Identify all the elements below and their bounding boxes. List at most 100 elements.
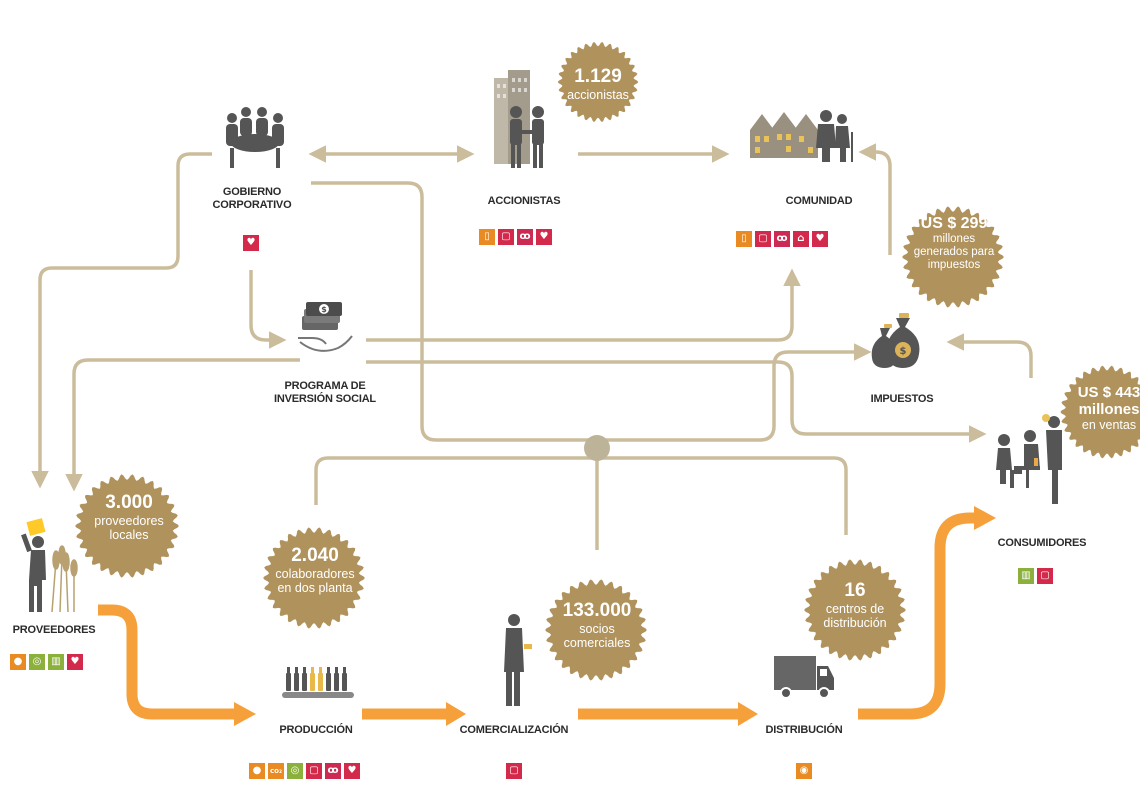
badge-colaboradores-line2: en dos planta	[277, 581, 353, 595]
svg-text:$: $	[321, 305, 327, 314]
boardroom-icon	[226, 107, 284, 168]
badge-shape-proveedores	[75, 474, 179, 578]
drop-icon: ●	[10, 654, 26, 670]
badge-proveedores-line2: locales	[109, 528, 149, 542]
handshake-icon	[494, 70, 544, 168]
recycle-bin-icon: ▥	[48, 654, 64, 670]
badge-centros-line2: distribución	[823, 616, 887, 630]
programa-line1: PROGRAMA DE	[284, 380, 366, 392]
heart-icon: ♥	[812, 231, 828, 247]
badge-shape-colaboradores	[263, 527, 365, 629]
badge-accionistas-text: accionistas	[567, 88, 629, 102]
badge-socios-line1: socios	[579, 622, 615, 636]
flow-arrowheads	[234, 506, 996, 726]
badge-impuestos-line3: impuestos	[927, 259, 981, 271]
badge-impuestos: US $ 299 millones generados para impuest…	[904, 214, 1004, 272]
connector-programa-comunidad	[366, 268, 801, 342]
badge-colaboradores-value: 2.040	[291, 545, 339, 566]
connector-gobierno-programa	[249, 270, 287, 349]
node-produccion-label: PRODUCCIÓN	[279, 724, 353, 736]
badge-proveedores-line1: proveedores	[94, 514, 164, 528]
badge-accionistas: 1.129 accionistas	[556, 66, 640, 102]
badge-proveedores: 3.000 proveedores locales	[80, 492, 178, 542]
badge-shape-centros	[804, 559, 906, 661]
sdg-icons-accionistas: ▯▢ꝏ♥	[479, 229, 552, 245]
money-hand-icon: $	[298, 302, 353, 352]
badge-centros: 16 centros de distribución	[806, 580, 904, 630]
coins-icon: ◉	[796, 763, 812, 779]
node-impuestos-label: IMPUESTOS	[870, 393, 934, 405]
people-table-icon	[996, 414, 1062, 504]
badge-colaboradores: 2.040 colaboradores en dos planta	[266, 545, 364, 595]
node-gobierno-label: GOBIERNO CORPORATIVO	[212, 186, 292, 212]
badge-socios-line2: comerciales	[563, 636, 631, 650]
truck-icon	[774, 656, 834, 699]
badge-ventas-value: US $ 443	[1077, 384, 1140, 401]
badge-proveedores-value: 3.000	[105, 492, 153, 513]
connector-center-impuestos	[311, 181, 872, 442]
badge-shape-impuestos	[902, 206, 1004, 308]
cup-icon: ▢	[1037, 568, 1053, 584]
svg-text:$: $	[900, 346, 907, 357]
heart-icon: ♥	[67, 654, 83, 670]
connector-impuestos-comunidad	[858, 143, 892, 255]
badge-centros-line1: centros de	[825, 602, 885, 616]
recycle-bin-icon: ▥	[1018, 568, 1034, 584]
sdg-icons-comunidad: ▯▢ꝏ⌂♥	[736, 231, 828, 247]
heart-icon: ♥	[536, 229, 552, 245]
heart-icon: ♥	[344, 763, 360, 779]
sdg-icons-consumidores: ▥▢	[1018, 568, 1053, 584]
node-accionistas-label: ACCIONISTAS	[487, 195, 561, 207]
badge-shapes	[75, 41, 1140, 681]
connector-programa-proveedores	[65, 358, 300, 492]
badge-impuestos-value: US $ 299	[920, 215, 988, 232]
sdg-icons-comercializacion: ▢	[506, 763, 522, 779]
connector-bus	[314, 456, 848, 535]
node-consumidores-label: CONSUMIDORES	[997, 537, 1087, 549]
co2-icon: co₂	[268, 763, 284, 779]
badge-impuestos-line2: generados para	[913, 246, 995, 258]
badge-impuestos-line1: millones	[932, 233, 976, 245]
node-distribucion-label: DISTRIBUCIÓN	[765, 724, 843, 736]
badge-shape-ventas	[1060, 365, 1140, 459]
ribbon-icon: ꝏ	[325, 763, 341, 779]
badge-socios-value: 133.000	[562, 600, 632, 621]
farmer-icon	[21, 518, 78, 613]
heart-icon: ♥	[243, 235, 259, 251]
money-bags-icon: $	[871, 313, 920, 368]
cup-icon: ▢	[506, 763, 522, 779]
badge-colaboradores-line1: colaboradores	[275, 567, 355, 581]
badge-shape-accionistas	[557, 41, 639, 123]
ribbon-icon: ꝏ	[517, 229, 533, 245]
flow-proveedores-produccion	[98, 604, 234, 720]
salesman-icon	[504, 614, 532, 706]
ribbon-icon: ꝏ	[774, 231, 790, 247]
badge-ventas-text: en ventas	[1081, 418, 1137, 432]
sdg-icons-distribucion: ◉	[796, 763, 812, 779]
badge-accionistas-value: 1.129	[574, 66, 622, 87]
cup-icon: ▢	[498, 229, 514, 245]
connector-gobierno-proveedores	[31, 152, 212, 489]
bottles-icon	[282, 667, 354, 698]
cup-icon: ▢	[306, 763, 322, 779]
connector-programa-consumidores	[366, 360, 987, 443]
badge-socios: 133.000 socios comerciales	[548, 600, 646, 650]
hub-node	[584, 435, 610, 461]
book-icon: ▯	[736, 231, 752, 247]
flow-distribucion-consumidores	[858, 512, 976, 720]
gobierno-line2: CORPORATIVO	[212, 199, 292, 211]
main-flow	[98, 512, 976, 720]
node-proveedores-label: PROVEEDORES	[12, 624, 96, 636]
connector-consumidores-impuestos	[946, 333, 1033, 378]
programa-line2: INVERSIÓN SOCIAL	[274, 393, 376, 405]
badge-ventas-unit: millones	[1078, 401, 1140, 418]
sdg-icons-gobierno: ♥	[243, 235, 259, 251]
node-comunidad-label: COMUNIDAD	[785, 195, 853, 207]
node-comercializacion-label: COMERCIALIZACIÓN	[459, 724, 569, 736]
badge-centros-value: 16	[844, 580, 866, 601]
spiral-icon: ◎	[287, 763, 303, 779]
spiral-icon: ◎	[29, 654, 45, 670]
node-programa-label: PROGRAMA DE INVERSIÓN SOCIAL	[270, 380, 380, 406]
cup-icon: ▢	[755, 231, 771, 247]
